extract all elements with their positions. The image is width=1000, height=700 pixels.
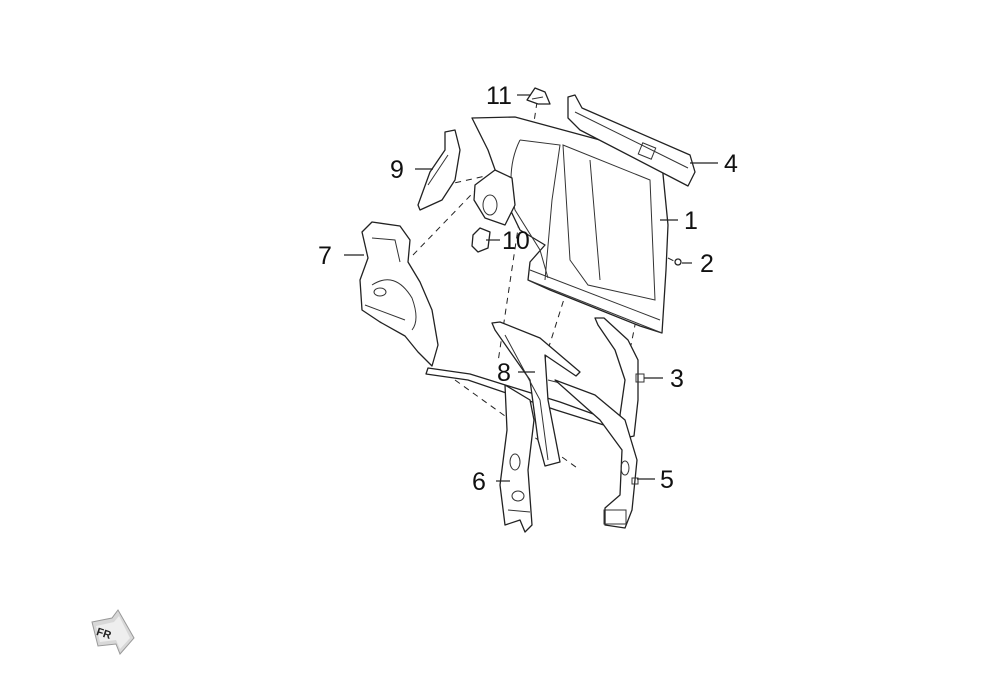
callout-2: 2 bbox=[700, 250, 714, 278]
part-2-clip bbox=[674, 258, 682, 266]
callout-9: 9 bbox=[390, 156, 404, 184]
callout-8: 8 bbox=[497, 359, 511, 387]
callout-10: 10 bbox=[502, 227, 530, 255]
rear-pillar-inner-bracket bbox=[473, 169, 516, 226]
front-direction-arrow-icon: FR bbox=[91, 609, 135, 655]
callout-7: 7 bbox=[318, 242, 332, 270]
part-11-bracket bbox=[526, 87, 551, 105]
callout-6: 6 bbox=[472, 468, 486, 496]
part-5-a-pillar-lower bbox=[554, 379, 639, 529]
part-4-roof-side-rail bbox=[567, 94, 696, 187]
callout-4: 4 bbox=[724, 150, 738, 178]
callout-5: 5 bbox=[660, 466, 674, 494]
callout-labels: 11 1 2 3 4 5 6 7 8 9 10 bbox=[318, 82, 738, 496]
callout-leader-lines bbox=[344, 94, 718, 482]
callout-11: 11 bbox=[486, 82, 512, 110]
callout-3: 3 bbox=[670, 365, 684, 393]
fr-label: FR bbox=[95, 626, 113, 642]
part-6-c-pillar-lower bbox=[499, 384, 535, 533]
part-9-quarter-reinforcement bbox=[417, 129, 461, 211]
callout-1: 1 bbox=[684, 207, 698, 235]
part-7-quarter-inner-panel bbox=[359, 221, 439, 367]
part-10-patch bbox=[471, 227, 491, 253]
